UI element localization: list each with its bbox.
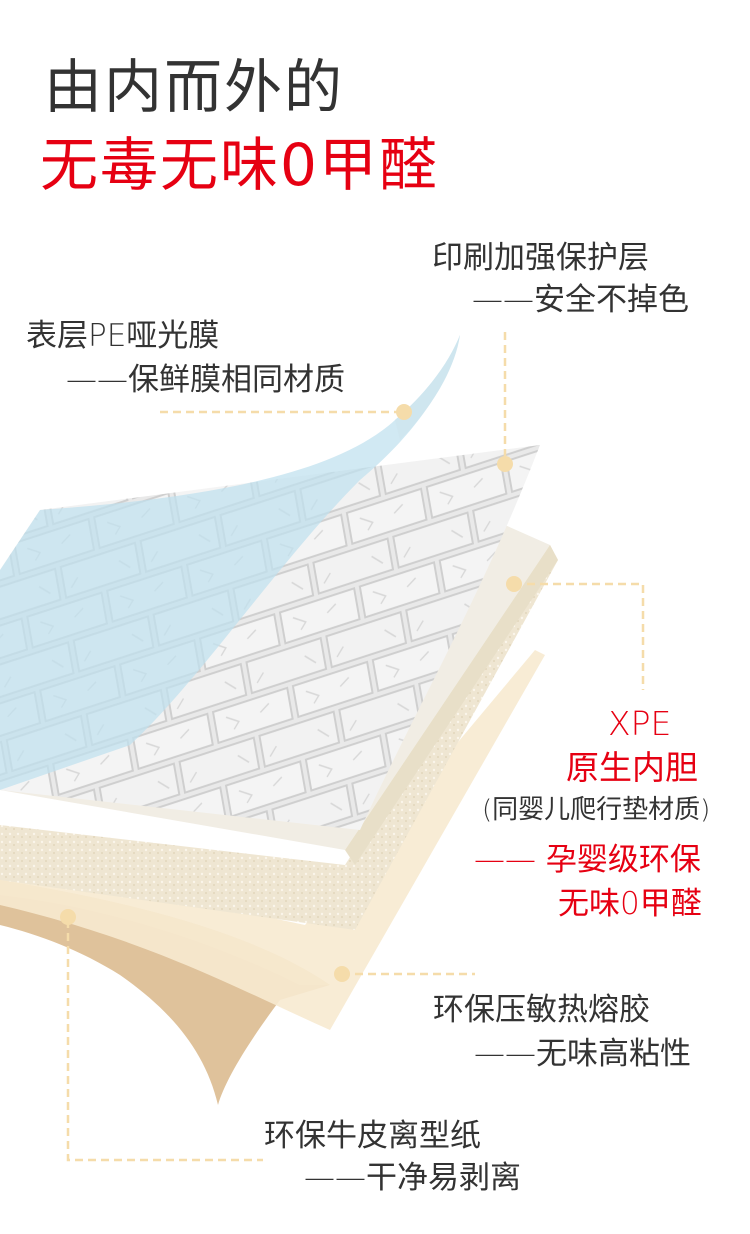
xpe-benefit-line2: 无味0甲醛 [558,886,702,922]
kraft-paper-shape [0,880,330,1105]
headline-line1: 由内而外的 [44,53,345,121]
xpe-core-title: 原生内胆 [566,748,698,787]
glue-layer-shape [0,650,545,1030]
connector-dots [60,404,522,982]
kraft-subtitle: ——干净易剥离 [304,1160,521,1196]
xpe-foam-edge [0,545,558,930]
kraft-title: 环保牛皮离型纸 [264,1118,481,1154]
pe-film-subtitle: ——保鲜膜相同材质 [66,362,345,398]
headline-line2: 无毒无味0甲醛 [40,131,439,199]
xpe-title: XPE [608,704,672,743]
print-layer-title: 印刷加强保护层 [432,240,649,276]
connector-lines [66,332,645,1162]
pe-film-title: 表层PE哑光膜 [26,318,220,354]
pe-film-shape [0,335,460,790]
xpe-benefit-line1: —— 孕婴级环保 [474,842,701,878]
print-layer-subtitle: ——安全不掉色 [472,282,689,318]
xpe-note: (同婴儿爬行垫材质) [482,795,711,825]
glue-title: 环保压敏热熔胶 [433,992,650,1028]
glue-subtitle: ——无味高粘性 [474,1036,691,1072]
